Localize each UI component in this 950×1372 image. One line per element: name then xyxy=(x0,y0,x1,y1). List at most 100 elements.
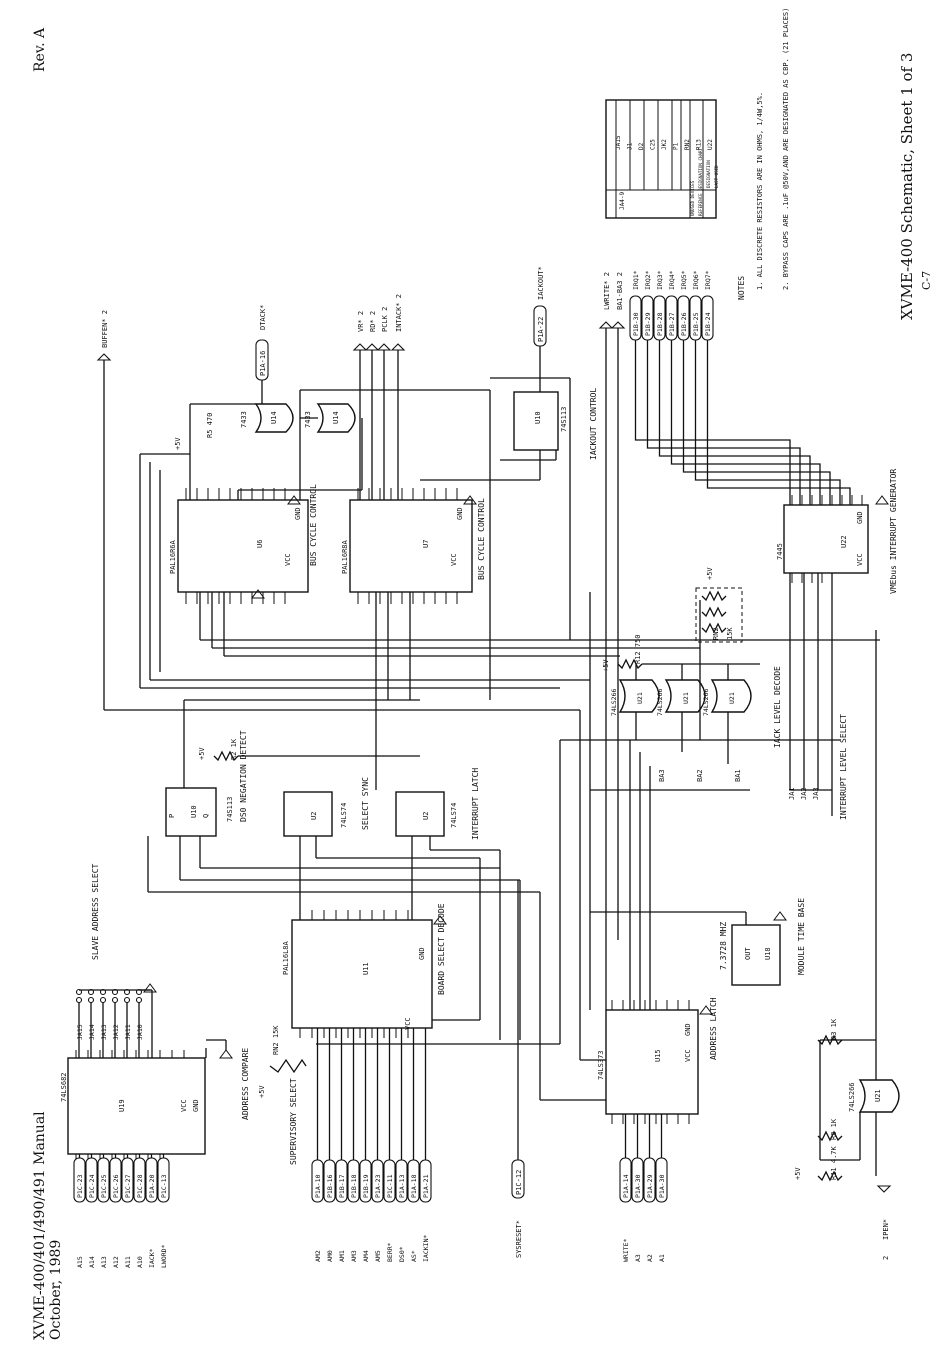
svg-text:7433: 7433 xyxy=(240,411,248,428)
signal-label: DS0* xyxy=(398,1246,406,1262)
iackout-control-label: IACKOUT CONTROL xyxy=(589,388,598,460)
svg-text:RN2 15K: RN2 15K xyxy=(272,1025,280,1055)
svg-text:U14: U14 xyxy=(332,411,340,424)
svg-text:+5V: +5V xyxy=(198,747,206,760)
svg-text:VCC: VCC xyxy=(856,553,864,566)
svg-text:GND: GND xyxy=(456,507,464,520)
svg-text:PAL16R6A: PAL16R6A xyxy=(169,539,177,574)
ref-designator: D2 xyxy=(638,142,645,150)
signal-label: A2 xyxy=(646,1254,654,1262)
svg-text:BA1-BA3 2: BA1-BA3 2 xyxy=(616,272,624,310)
revision-label: Rev. A xyxy=(32,27,48,72)
ba-lines: BA3 BA2 BA1 xyxy=(590,769,750,791)
svg-text:74S113: 74S113 xyxy=(560,407,568,432)
connector-label: P1C-23 xyxy=(76,1174,84,1198)
svg-text:7445: 7445 xyxy=(776,543,784,560)
connector-label: P1A-13 xyxy=(398,1174,406,1198)
irq-connectors: P1B-30IRQ1*P1B-29IRQ2*P1B-28IRQ3*P1B-27I… xyxy=(629,270,851,505)
svg-text:BUFFEN* 2: BUFFEN* 2 xyxy=(101,310,109,348)
svg-text:PAL16R8A: PAL16R8A xyxy=(341,539,349,574)
svg-text:U15: U15 xyxy=(654,1049,662,1062)
supervisory-select: SUPERVISORY SELECT xyxy=(289,1078,298,1165)
svg-text:P1A-16: P1A-16 xyxy=(259,351,267,376)
signal-label: IRQ4* xyxy=(668,270,676,290)
svg-text:U22: U22 xyxy=(840,535,848,548)
svg-text:U10: U10 xyxy=(190,805,198,818)
sheet-title: XVME-400 Schematic, Sheet 1 of 3 xyxy=(898,53,916,320)
jumper-label: JA10 xyxy=(136,1024,144,1040)
svg-text:7433: 7433 xyxy=(304,411,312,428)
svg-text:JA1: JA1 xyxy=(788,787,796,800)
svg-text:VCC: VCC xyxy=(284,553,292,566)
connector-label: P1C-27 xyxy=(124,1174,132,1198)
u22-interrupt-generator: 7445 U22 VCC GND VMEbus INTERRUPT GENERA… xyxy=(776,469,898,594)
address-compare-label: ADDRESS COMPARE xyxy=(241,1048,250,1120)
sysreset-signal: P1C-12 SYSRESET* xyxy=(511,880,525,1258)
signal-label: AM3 xyxy=(350,1250,358,1262)
svg-text:JA3: JA3 xyxy=(812,787,820,800)
connector-label: P1A-14 xyxy=(622,1174,630,1198)
svg-text:LWRITE* 2: LWRITE* 2 xyxy=(603,272,611,310)
svg-text:SYSRESET*: SYSRESET* xyxy=(515,1220,523,1258)
u10-iackout-control: U10 74S113 IACKOUT CONTROL xyxy=(513,388,598,460)
iack-level-decode: IACK LEVEL DECODE xyxy=(773,666,782,748)
connector-label: P1B-25 xyxy=(692,312,700,336)
signal-label: A3 xyxy=(634,1254,642,1262)
signal-label: A11 xyxy=(124,1256,132,1268)
slave-address-select: SLAVE ADDRESS SELECT xyxy=(91,863,100,960)
connector-label: P1B-18 xyxy=(350,1174,358,1198)
svg-text:SLAVE ADDRESS SELECT: SLAVE ADDRESS SELECT xyxy=(91,863,100,960)
wiring xyxy=(104,377,880,1161)
connector-label: P1B-24 xyxy=(704,312,712,336)
signal-label: IACKIN* xyxy=(422,1235,430,1262)
address-latch-label: ADDRESS LATCH xyxy=(709,997,718,1060)
svg-text:74LS266: 74LS266 xyxy=(702,689,710,716)
rn2-network: RN2 15K +5V xyxy=(258,1025,307,1098)
xnor-gate xyxy=(664,679,706,713)
svg-text:7.3728 MHZ: 7.3728 MHZ xyxy=(719,922,728,970)
u2-select-sync: U2 74LS74 SELECT SYNC xyxy=(283,777,370,837)
ref-designator: RN2 xyxy=(684,139,691,150)
svg-text:RN2: RN2 xyxy=(712,627,720,640)
ref-caption: LAST USED xyxy=(714,165,719,188)
power-symbols xyxy=(143,495,889,1059)
svg-text:VCC: VCC xyxy=(684,1049,692,1062)
connector-label: P1C-24 xyxy=(88,1174,96,1198)
svg-text:BA2: BA2 xyxy=(696,769,704,782)
signal-label: IRQ5* xyxy=(680,270,688,290)
ref-designator: C25 xyxy=(650,139,657,150)
svg-text:VCC: VCC xyxy=(404,1017,412,1030)
svg-text:BA3: BA3 xyxy=(658,769,666,782)
connector-label: P1B-27 xyxy=(668,312,676,336)
svg-text:GND: GND xyxy=(684,1023,692,1036)
svg-text:74LS266: 74LS266 xyxy=(656,689,664,716)
u18-oscillator: OUT U18 7.3728 MHZ MODULE TIME BASE xyxy=(590,898,806,986)
ref-caption: UNUSED DEVICES xyxy=(690,180,695,216)
connector-label: P1B-29 xyxy=(644,312,652,336)
ipen-section: U21 74LS266 R3 1K R8 1K R11 4.7K +5V IPE… xyxy=(794,630,900,1260)
u19-address-compare: 74LS682 U19 VCC GND ADDRESS COMPARE xyxy=(60,1048,250,1160)
svg-text:R11 4.7K: R11 4.7K xyxy=(830,1145,838,1180)
u2-interrupt-latch: U2 74LS74 INTERRUPT LATCH xyxy=(395,768,480,840)
supervisory-connectors: P1A-10AM2P1B-16AM0P1B-17AM1P1B-18AM3P1B-… xyxy=(311,1028,432,1262)
svg-text:74LS373: 74LS373 xyxy=(597,1050,605,1080)
connector-label: P1A-29 xyxy=(646,1174,654,1198)
signal-label: IRQ1* xyxy=(632,270,640,290)
ref-designator: U22 xyxy=(707,139,714,150)
svg-text:GND: GND xyxy=(294,507,302,520)
svg-text:U19: U19 xyxy=(118,1099,126,1112)
svg-text:IACKOUT*: IACKOUT* xyxy=(537,266,545,300)
ref-designator: P1 xyxy=(673,142,680,150)
signal-label: A10 xyxy=(136,1256,144,1268)
interrupt-level-select: INTERRUPT LEVEL SELECT JA1 JA2 JA3 xyxy=(788,714,848,820)
u14-gates: U14 7433 U14 7433 R5 470 +5V xyxy=(174,403,356,450)
svg-text:SUPERVISORY SELECT: SUPERVISORY SELECT xyxy=(289,1078,298,1165)
note-2: 2. BYPASS CAPS ARE .1uF @50V,AND ARE DES… xyxy=(782,8,790,290)
signal-label: A12 xyxy=(112,1256,120,1268)
svg-text:VR* 2: VR* 2 xyxy=(357,311,365,332)
bus-cycle-control-u7-label: BUS CYCLE CONTROL xyxy=(477,498,486,580)
interrupt-latch-label: INTERRUPT LATCH xyxy=(471,768,480,840)
